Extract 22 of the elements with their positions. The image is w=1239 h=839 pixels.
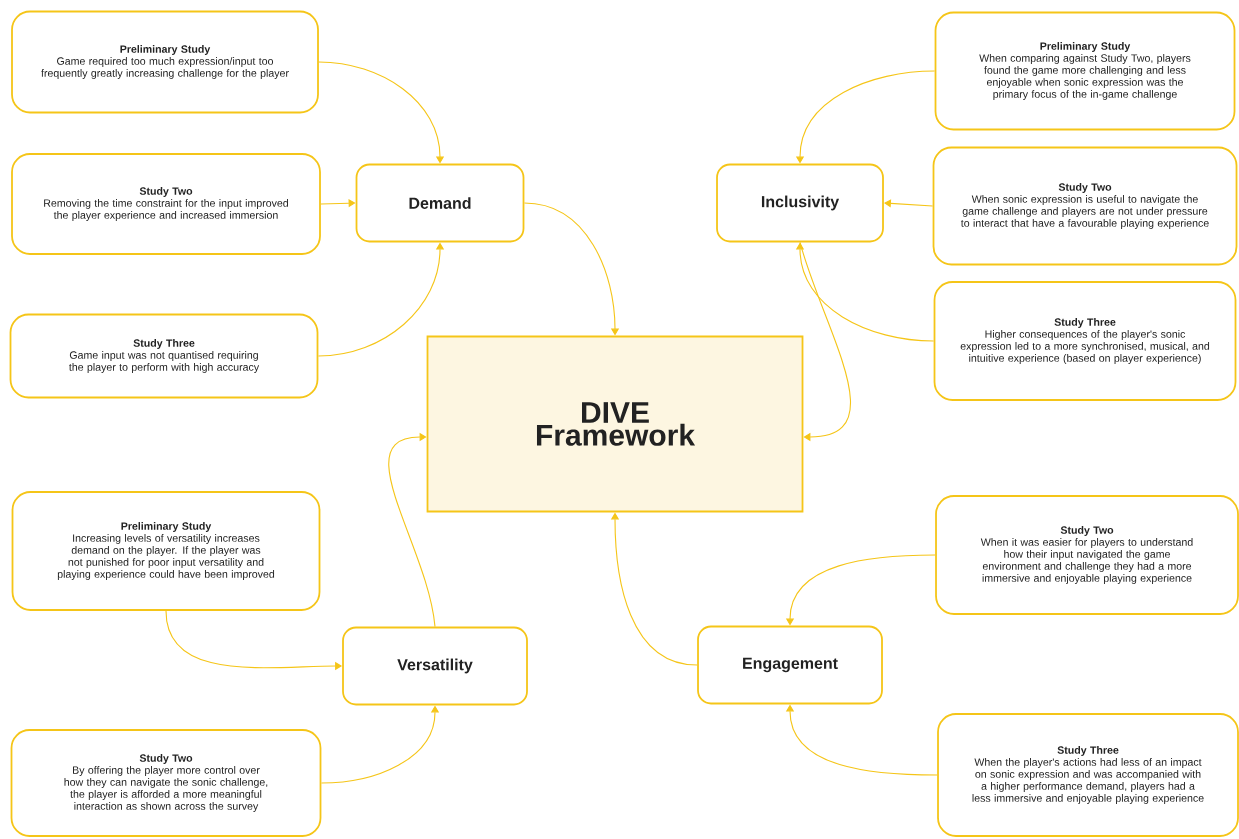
study-note-box: Preliminary Study Increasing levels of versatility increases demand on the player. If the player was not punished for poor input versatility and playing experience could have been improved	[11, 491, 321, 611]
study-note-box: Preliminary Study Game required too much expression/input too frequently greatly increasing challenge for the player	[11, 10, 319, 114]
theme-box: Demand	[355, 163, 525, 243]
arrow	[318, 61, 445, 164]
theme-box: Engagement	[697, 625, 883, 705]
arrow	[610, 512, 698, 666]
study-note-box: Study Two Removing the time constraint for the input improved the player experience and increased immersion	[11, 153, 321, 255]
study-note-box: Study Three Higher consequences of the player's sonic expression led to a more synchronised, musical, and intuitive experience (based on player experience)	[933, 281, 1237, 401]
study-note-box: Preliminary Study When comparing against Study Two, players found the game more challenging and less enjoyable when sonic expression was the primary focus of the in-game challenge	[934, 11, 1236, 131]
arrow	[795, 242, 935, 342]
arrow	[799, 241, 851, 442]
study-note-box: Study Three Game input was not quantised requiring the player to perform with high accuracy	[9, 313, 319, 399]
study-note-box: Study Two By offering the player more control over how they can navigate the sonic challenge, the player is afforded a more meaningful interaction as shown across the survey	[10, 729, 322, 837]
study-note-box: Study Two When sonic expression is useful to navigate the game challenge and players are not under pressure to interact that have a favourable playing experience	[932, 146, 1238, 266]
theme-box: Inclusivity	[716, 163, 884, 243]
arrow	[523, 202, 620, 336]
study-note-box: Study Three When the player's actions had less of an impact on sonic expression and was accompanied with a higher performance demand, players had a less immersive and enjoyable playing experience	[937, 713, 1239, 837]
arrow	[388, 432, 436, 628]
framework-box: DIVE Framework	[426, 335, 804, 513]
arrow	[785, 704, 938, 776]
theme-box: Versatility	[342, 626, 528, 706]
study-note-box: Study Two When it was easier for players to understand how their input navigated the game environment and challenge they had a more immersive and enjoyable playing experience	[935, 495, 1239, 615]
